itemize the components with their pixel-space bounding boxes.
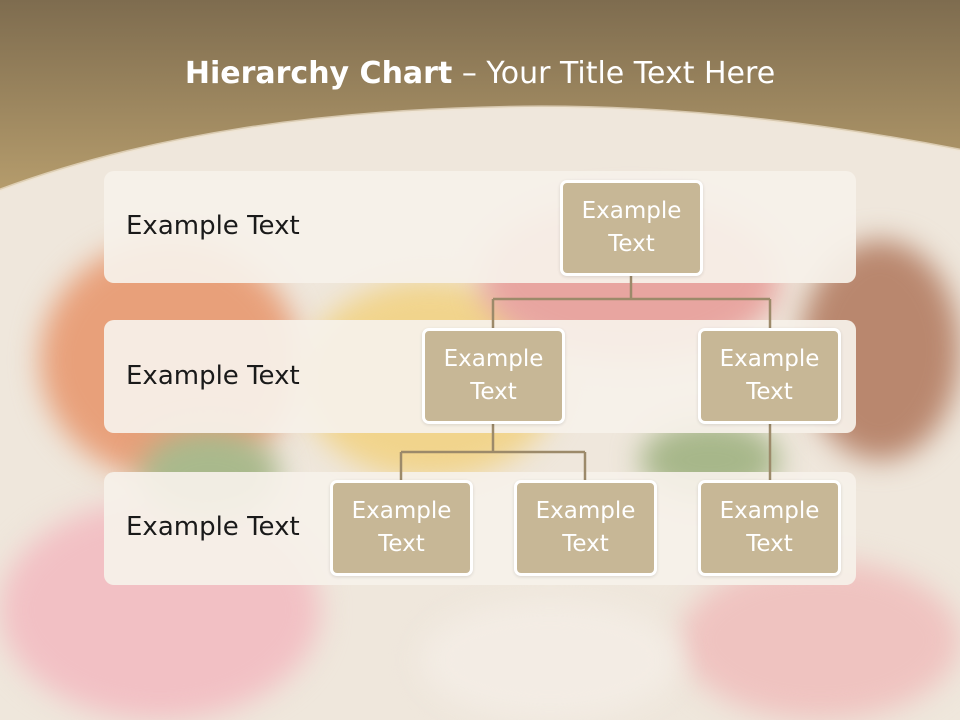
slide-title: Hierarchy Chart – Your Title Text Here (0, 56, 960, 91)
level-label-2: Example Text (126, 361, 300, 391)
header-banner (0, 0, 960, 192)
node-line: Example (535, 498, 636, 524)
node-line: Text (562, 531, 609, 557)
node-line: Text (470, 379, 517, 405)
connector-left (399, 422, 587, 481)
title-bold: Hierarchy Chart (184, 56, 453, 91)
node-line: Text (378, 531, 425, 557)
node-line: Example (719, 346, 820, 372)
level-band-1 (104, 171, 856, 283)
title-rest: – Your Title Text Here (452, 56, 776, 91)
level-label-3: Example Text (126, 512, 300, 542)
connector-root (491, 274, 772, 329)
level-label-1: Example Text (126, 211, 300, 241)
node-line: Example (581, 198, 682, 224)
node-line: Text (608, 231, 655, 257)
node-line: Example (351, 498, 452, 524)
node-line: Text (746, 379, 793, 405)
node-line: Example (443, 346, 544, 372)
node-line: Text (746, 531, 793, 557)
node-line: Example (719, 498, 820, 524)
